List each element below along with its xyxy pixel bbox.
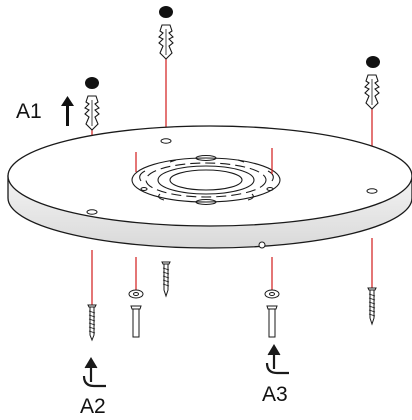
wall-anchor-icon (158, 24, 174, 60)
washer-icon (128, 289, 144, 299)
hook-arrow-icon (82, 357, 106, 388)
screw-icon (87, 304, 97, 342)
hook-arrow-icon (265, 344, 289, 375)
drill-hole-icon (86, 209, 98, 215)
washer-icon (264, 289, 280, 299)
base-plate (7, 125, 412, 249)
up-arrow-icon (61, 96, 74, 126)
lower-guide-lines (91, 238, 373, 305)
drill-hole-icon (160, 138, 172, 144)
side-hole-icon (258, 241, 266, 249)
drill-holes (86, 138, 378, 215)
label-a3: A3 (262, 383, 288, 406)
screw-icon (161, 261, 171, 298)
hole-markers (85, 6, 380, 89)
wall-anchor-icon (84, 95, 100, 131)
bolt-icon (266, 305, 278, 338)
center-cutout (131, 154, 281, 206)
label-a2: A2 (80, 395, 106, 418)
bolt-icon (130, 305, 142, 338)
plate-guide-marks (135, 148, 273, 174)
wall-anchor-icon (364, 74, 380, 110)
screw-icon (367, 287, 377, 326)
drill-hole-icon (366, 188, 378, 194)
label-a1: A1 (16, 100, 42, 123)
